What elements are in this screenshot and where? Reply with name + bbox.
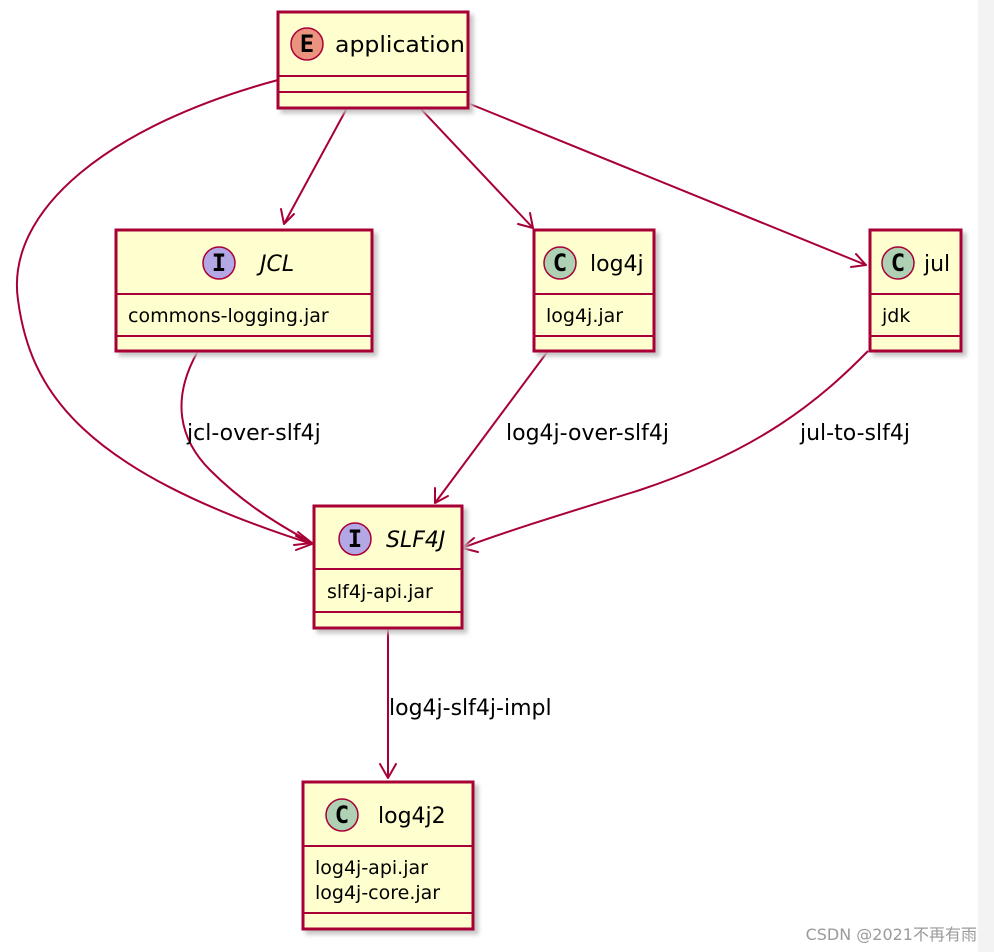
node-title: jul	[923, 252, 950, 277]
arrow-head	[850, 253, 867, 268]
edge-slf4j-to-log4j2	[379, 628, 397, 779]
class-badge-icon	[325, 798, 359, 832]
node-member: log4j.jar	[546, 305, 623, 327]
edge-labels: jcl-over-slf4j log4j-over-slf4j jul-to-s…	[186, 421, 910, 721]
entity-badge-icon	[290, 27, 324, 61]
node-log4j2: C log4j2 log4j-api.jar log4j-core.jar	[301, 780, 475, 931]
node-title: SLF4J	[386, 528, 445, 553]
edges	[15, 79, 869, 779]
class-badge-letter: C	[553, 249, 567, 277]
edge-label-jul-to-slf4j: jul-to-slf4j	[799, 421, 910, 446]
watermark: CSDN @2021不再有雨	[806, 925, 977, 944]
arrow-head	[379, 763, 397, 779]
class-badge-icon	[881, 246, 915, 280]
arrow-head	[517, 212, 534, 229]
interface-badge-icon	[338, 522, 372, 556]
node-member: slf4j-api.jar	[327, 581, 433, 603]
node-log4j: C log4j log4j.jar	[532, 228, 656, 353]
edge-label-log4j-slf4j-impl: log4j-slf4j-impl	[389, 696, 552, 721]
node-slf4j: I SLF4J slf4j-api.jar	[312, 504, 464, 630]
node-member: jdk	[881, 305, 910, 327]
edge-jcl-to-slf4j	[180, 350, 313, 546]
edge-application-to-log4j	[419, 107, 534, 229]
node-jul: C jul jdk	[868, 228, 963, 353]
node-title: log4j	[590, 252, 644, 277]
node-member: commons-logging.jar	[128, 305, 329, 327]
interface-badge-letter: I	[212, 249, 226, 277]
interface-badge-icon	[202, 246, 236, 280]
edge-application-to-jul	[469, 103, 867, 268]
arrow-head	[434, 487, 449, 504]
node-application: E application	[276, 10, 470, 110]
node-member: log4j-core.jar	[315, 882, 440, 904]
node-title: JCL	[256, 252, 294, 277]
interface-badge-letter: I	[348, 525, 362, 553]
edge-label-jcl-over-slf4j: jcl-over-slf4j	[186, 421, 321, 446]
node-title: log4j2	[378, 804, 446, 829]
node-title: application	[335, 33, 465, 58]
class-badge-letter: C	[335, 801, 349, 829]
arrow-head	[293, 531, 313, 546]
edge-label-log4j-over-slf4j: log4j-over-slf4j	[506, 421, 669, 446]
node-jcl: I JCL commons-logging.jar	[114, 228, 374, 353]
class-badge-letter: C	[891, 249, 905, 277]
arrow-head	[280, 208, 295, 225]
node-member: log4j-api.jar	[315, 857, 428, 879]
scrollbar-track[interactable]	[978, 0, 994, 952]
edge-log4j-to-slf4j	[434, 350, 549, 504]
entity-badge-letter: E	[300, 30, 314, 58]
edge-application-to-jcl	[280, 107, 348, 225]
class-badge-icon	[543, 246, 577, 280]
edge-jul-to-slf4j	[461, 350, 869, 553]
